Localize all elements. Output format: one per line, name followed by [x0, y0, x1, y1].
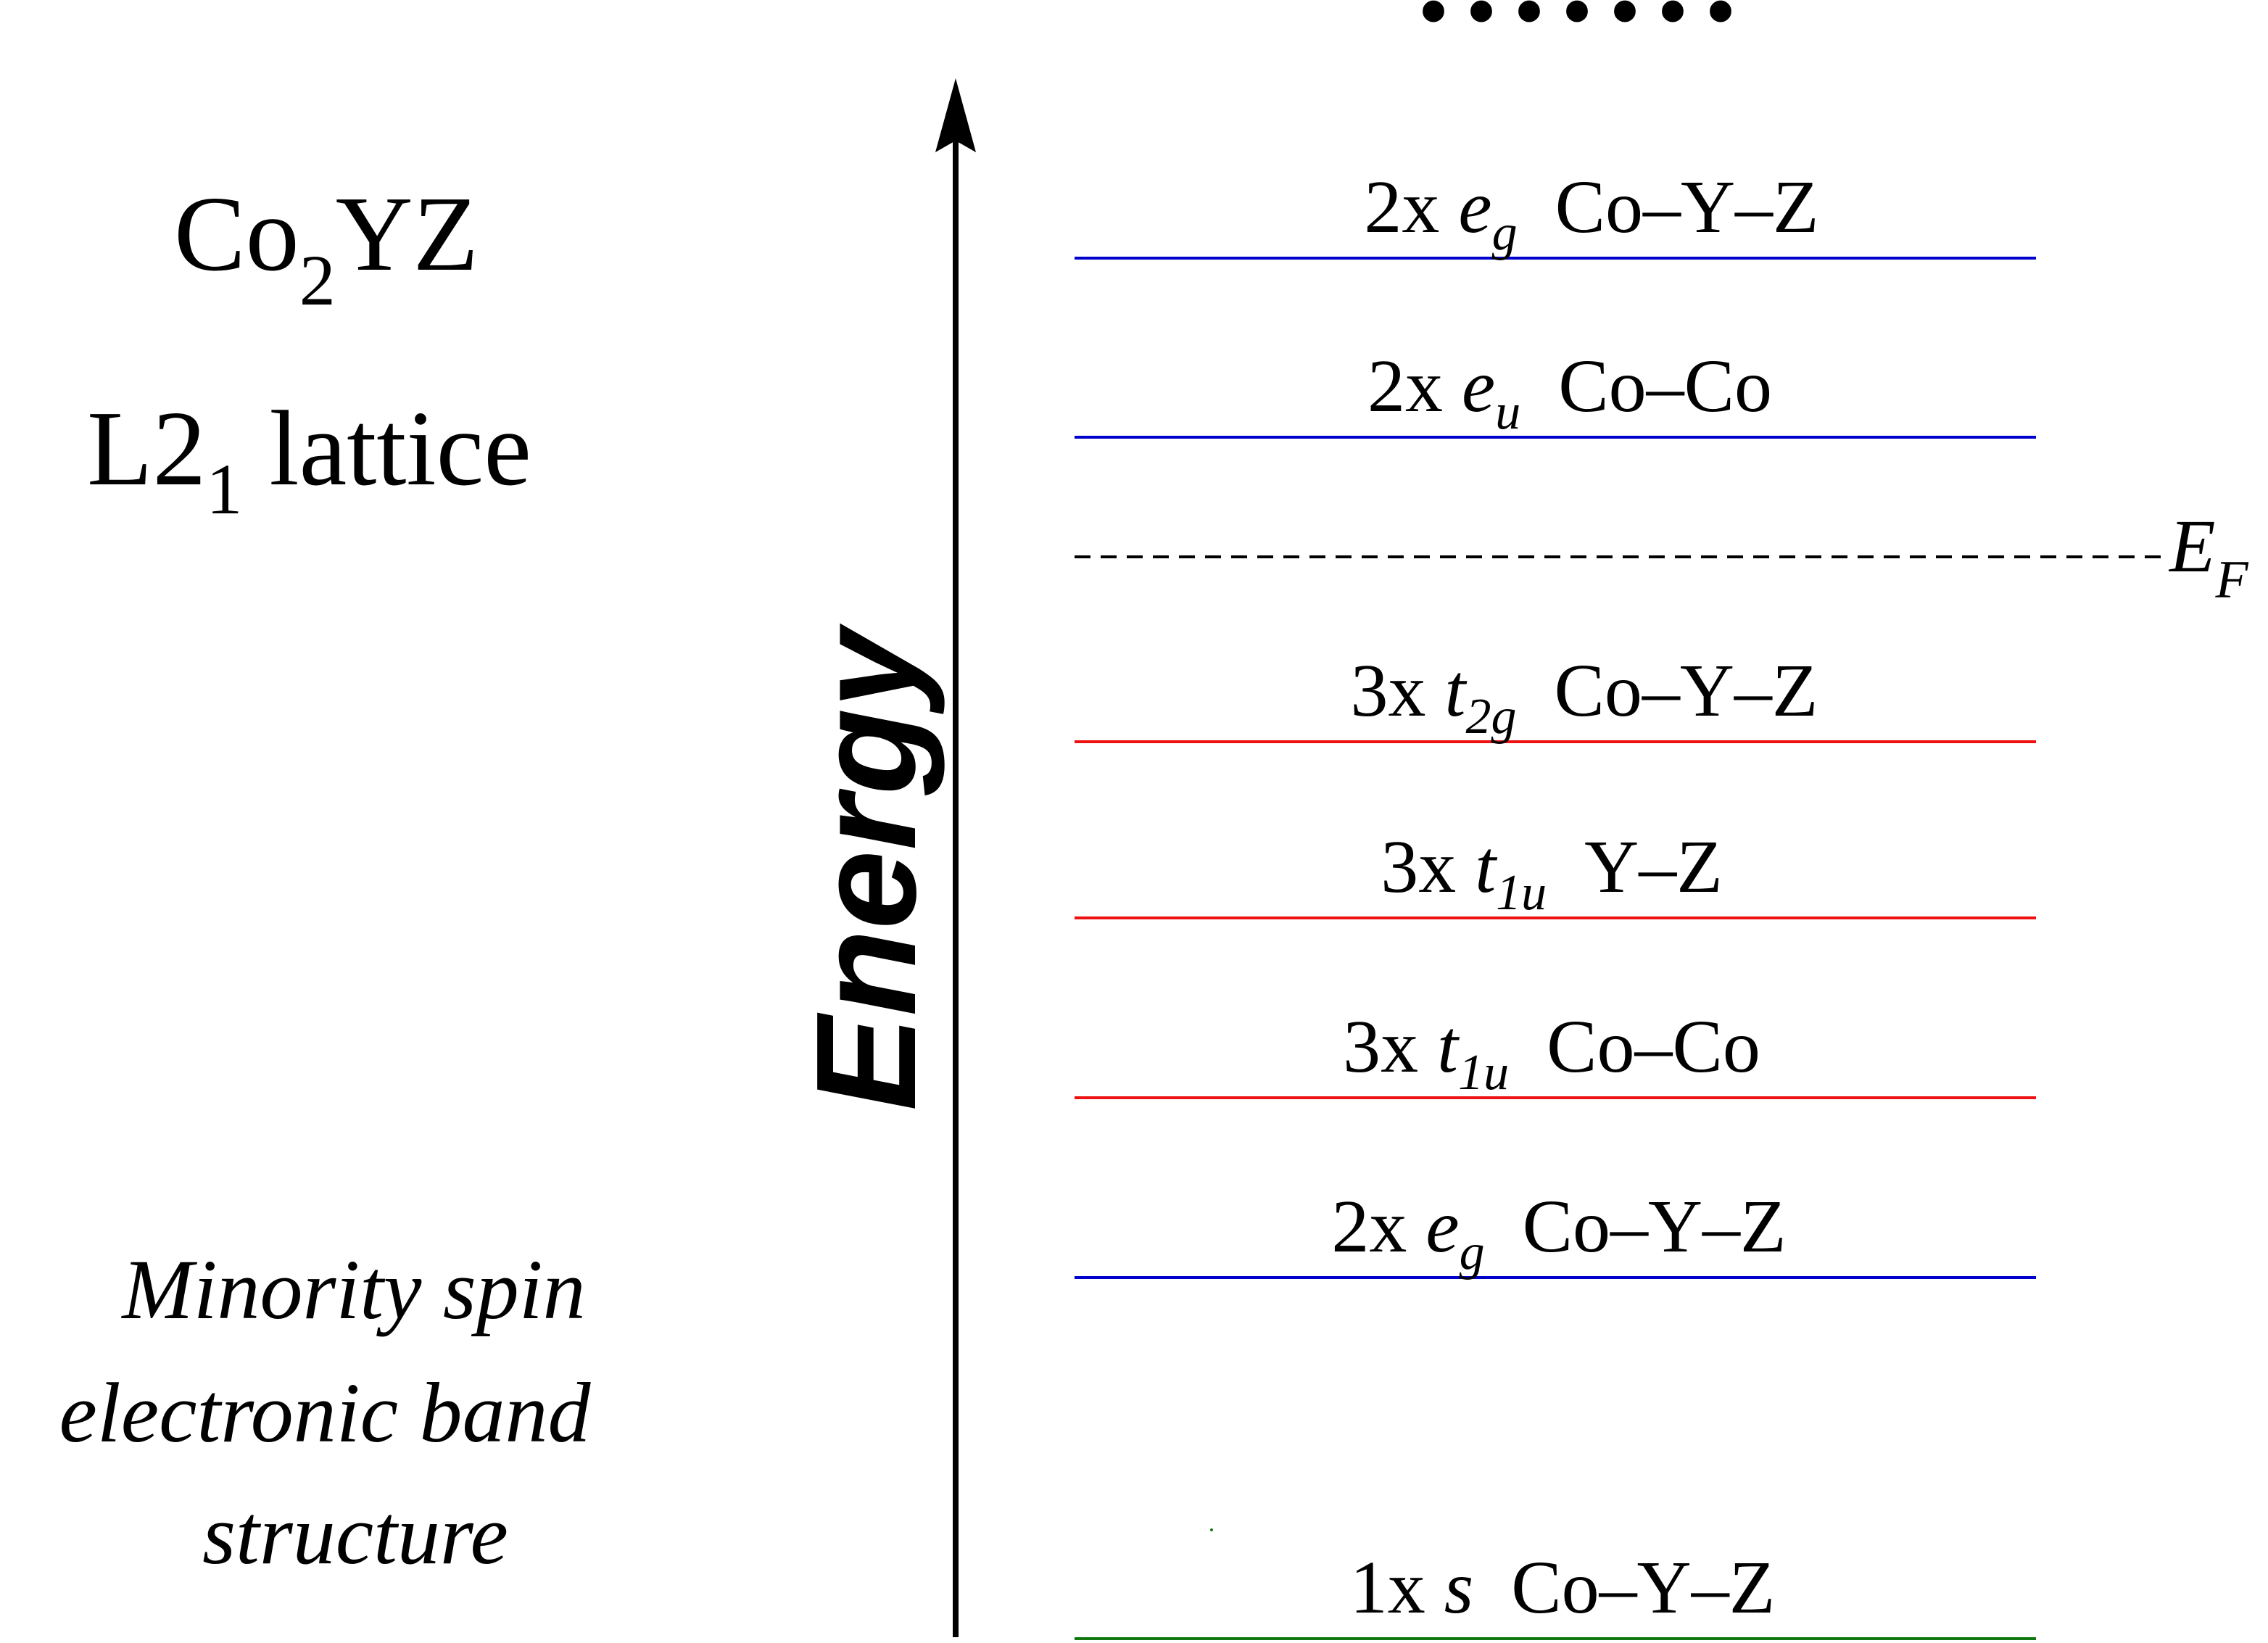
- fermi-subscript: F: [2215, 550, 2249, 610]
- description-line-2: electronic band: [59, 1365, 592, 1460]
- compound-formula: Co2YZ: [174, 175, 479, 320]
- level-bonding: Co–Y–Z: [1516, 649, 1818, 732]
- level-symmetry-subscript: 2g: [1465, 689, 1516, 745]
- fermi-level-label: EF: [2168, 505, 2249, 610]
- level-symmetry-symbol: e: [1443, 344, 1495, 428]
- description-line-3: structure: [202, 1487, 508, 1582]
- energy-level-label: 3x t1u Y–Z: [1381, 825, 1723, 921]
- stray-dot: [1210, 1528, 1213, 1531]
- lattice-label: L21 lattice: [87, 389, 531, 529]
- level-symmetry-subscript: 1u: [1458, 1045, 1509, 1101]
- level-multiplicity: 2x: [1331, 1185, 1407, 1268]
- level-symmetry-symbol: e: [1407, 1185, 1459, 1268]
- fermi-symbol: E: [2168, 505, 2216, 588]
- description-line-1: Minority spin: [120, 1242, 585, 1337]
- level-multiplicity: 1x: [1350, 1546, 1425, 1629]
- level-symmetry-symbol: e: [1439, 165, 1491, 249]
- level-symmetry-symbol: t: [1418, 1005, 1460, 1088]
- energy-level-label: 2x eu Co–Co: [1367, 344, 1772, 440]
- energy-level-label: 1x s Co–Y–Z: [1350, 1546, 1775, 1629]
- level-symmetry-subscript: 1u: [1496, 865, 1547, 921]
- level-symmetry-subscript: g: [1492, 205, 1518, 261]
- level-symmetry-symbol: t: [1456, 825, 1497, 909]
- level-multiplicity: 3x: [1381, 825, 1456, 909]
- lattice-subscript: 1: [206, 449, 242, 529]
- level-symmetry-symbol: s: [1425, 1546, 1473, 1629]
- level-bonding: Y–Z: [1547, 825, 1723, 909]
- level-multiplicity: 2x: [1367, 344, 1443, 428]
- level-multiplicity: 2x: [1364, 165, 1439, 249]
- energy-axis-label: Energy: [787, 623, 945, 1111]
- level-bonding: Co–Co: [1509, 1005, 1760, 1088]
- lattice-base: L2: [87, 389, 206, 508]
- energy-level-label: 2x eg Co–Y–Z: [1364, 165, 1818, 261]
- compound-subscript: 2: [299, 240, 336, 320]
- energy-axis-arrowhead: [935, 78, 976, 152]
- higher-levels-ellipsis: • • • • • • •: [1420, 0, 1735, 55]
- lattice-rest: lattice: [242, 389, 531, 508]
- level-symmetry-symbol: t: [1426, 649, 1468, 732]
- level-bonding: Co–Co: [1520, 344, 1772, 428]
- level-bonding: Co–Y–Z: [1518, 165, 1819, 249]
- energy-level-label: 2x eg Co–Y–Z: [1331, 1185, 1786, 1280]
- compound-base: Co: [174, 175, 299, 294]
- energy-level-label: 3x t1u Co–Co: [1343, 1005, 1760, 1101]
- level-multiplicity: 3x: [1343, 1005, 1418, 1088]
- energy-level-label: 3x t2g Co–Y–Z: [1351, 649, 1818, 745]
- level-symmetry-subscript: g: [1460, 1225, 1485, 1280]
- level-bonding: Co–Y–Z: [1473, 1546, 1775, 1629]
- level-symmetry-subscript: u: [1495, 384, 1520, 440]
- level-multiplicity: 3x: [1351, 649, 1426, 732]
- compound-rest: YZ: [336, 175, 479, 294]
- level-bonding: Co–Y–Z: [1485, 1185, 1787, 1268]
